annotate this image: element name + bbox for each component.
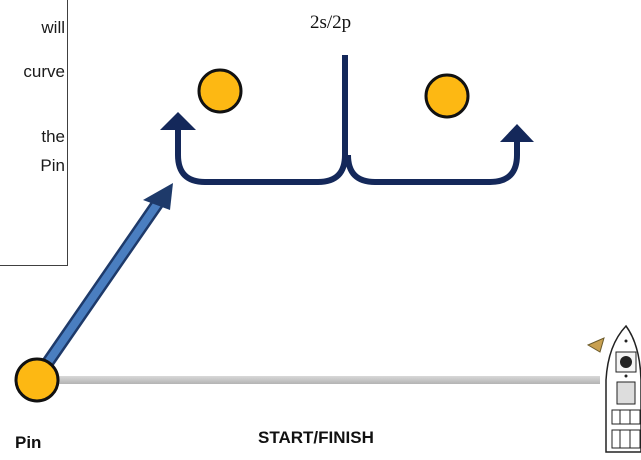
left-turn-arrow bbox=[160, 112, 348, 185]
committee-boat-icon bbox=[586, 324, 641, 453]
gate-center-line bbox=[342, 55, 348, 165]
start-finish-label: START/FINISH bbox=[258, 428, 374, 447]
instruction-note-box: will curve the Pin bbox=[0, 0, 68, 266]
gate-label: 2s/2p bbox=[310, 12, 352, 33]
pin-mark-icon bbox=[14, 357, 60, 403]
note-line: the bbox=[41, 127, 65, 146]
pin-label: Pin bbox=[15, 433, 42, 452]
note-line: will bbox=[41, 18, 65, 37]
note-line: curve bbox=[23, 62, 65, 81]
note-line: Pin bbox=[40, 156, 65, 175]
right-turn-arrow bbox=[345, 124, 534, 185]
flag-icon bbox=[586, 337, 605, 353]
gate-mark-right-icon bbox=[424, 73, 470, 119]
start-finish-line bbox=[40, 376, 600, 384]
start-direction-arrow bbox=[37, 183, 173, 375]
gate-mark-left-icon bbox=[197, 68, 243, 114]
